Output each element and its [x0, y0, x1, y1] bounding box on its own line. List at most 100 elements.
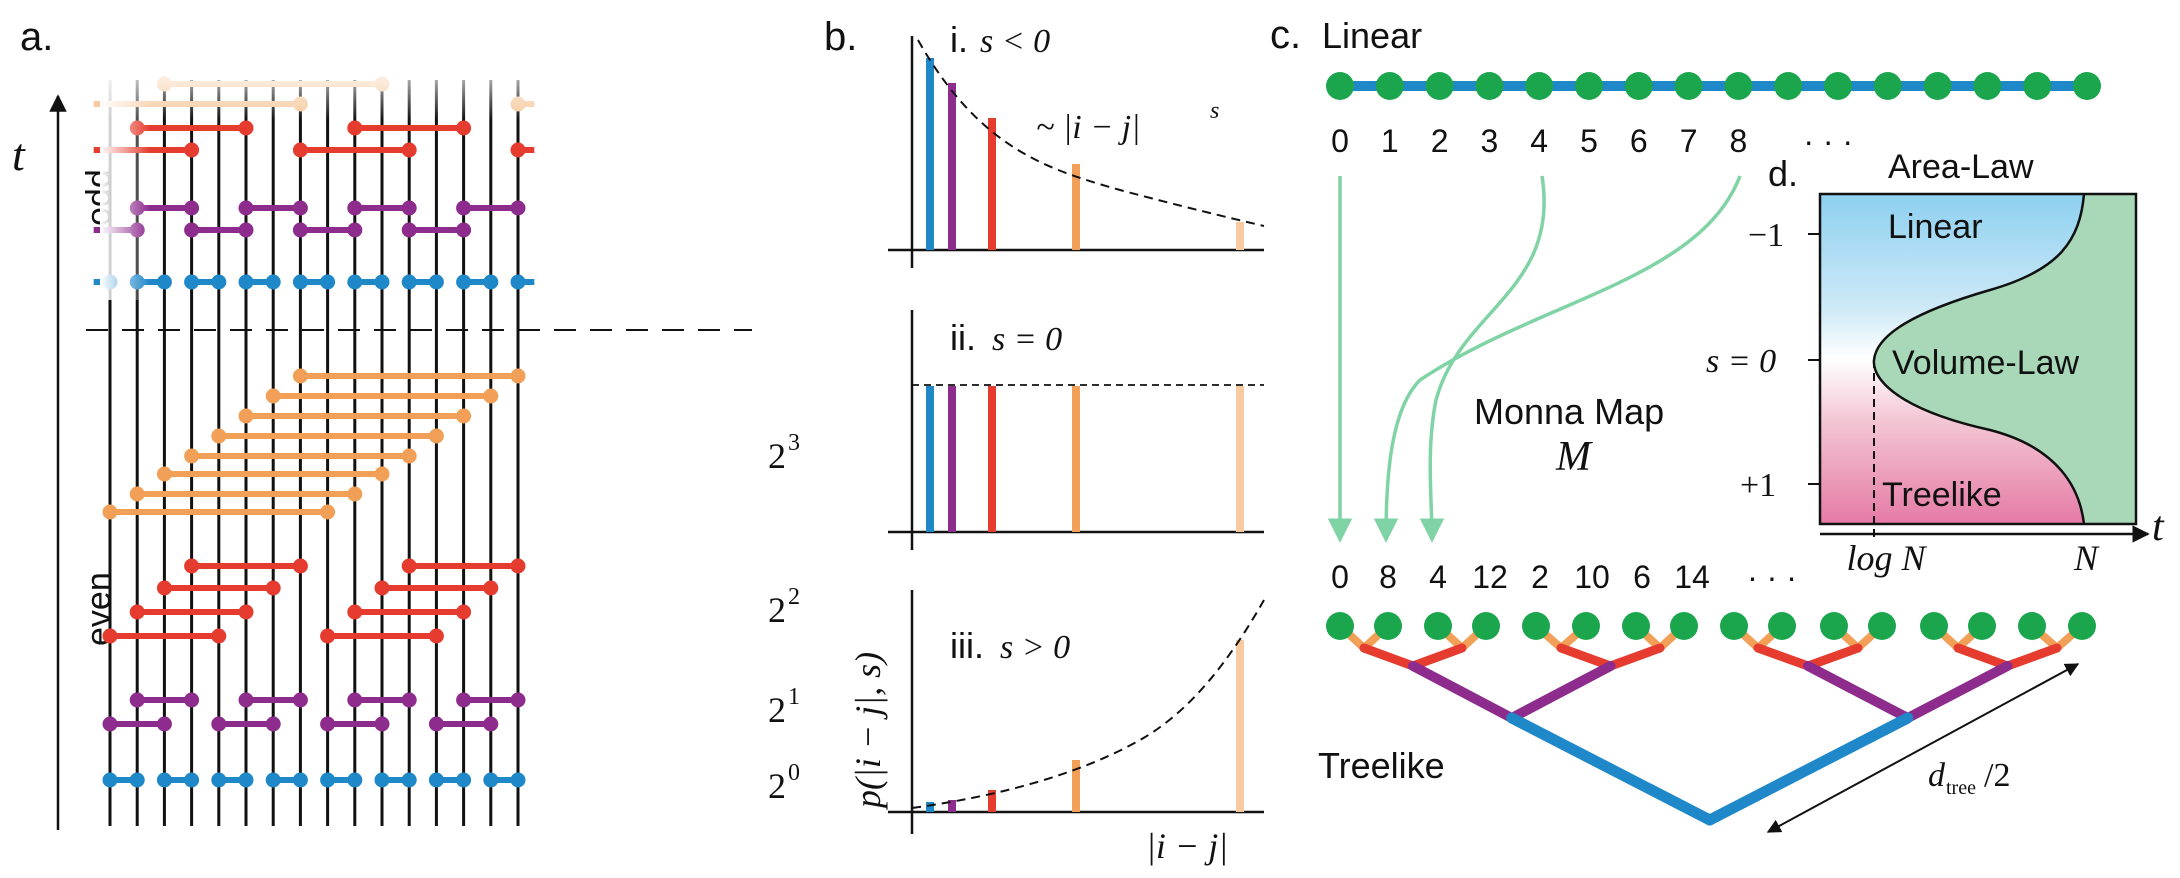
tree-index: 6 [1633, 559, 1651, 595]
gate-node [320, 716, 336, 732]
plot-iii-roman: iii. [950, 625, 984, 666]
plot-ii-roman: ii. [950, 317, 976, 358]
gate-node [129, 486, 145, 502]
tree-leaf-node [1868, 612, 1896, 640]
tree-index: 2 [1531, 559, 1549, 595]
linear-node [2023, 72, 2052, 100]
gate-node [347, 772, 363, 788]
gate-node [292, 274, 308, 290]
tree-index: 10 [1574, 559, 1610, 595]
volume-law-region [1873, 194, 2136, 524]
xtick-label-N: N [2073, 538, 2100, 578]
scale-base: 2 [768, 766, 786, 806]
gate-node [401, 200, 417, 216]
ytick-label-minus1: −1 [1748, 217, 1784, 254]
depth-suffix: /2 [1984, 757, 2010, 794]
tree-edge-lvl0 [1506, 712, 1716, 826]
gate-node [401, 222, 417, 238]
gate-node [456, 772, 472, 788]
gate-node [292, 692, 308, 708]
tree-index: 12 [1472, 559, 1508, 595]
tree-edge-lvl0 [1704, 712, 1914, 826]
panel-c-label: c. [1270, 13, 1301, 57]
gate-node [428, 428, 444, 444]
gate-node [102, 772, 118, 788]
gate-node [428, 716, 444, 732]
ytick-label-zero: s = 0 [1706, 343, 1776, 380]
gate-node [401, 448, 417, 464]
gate-node [510, 200, 526, 216]
gate-node [374, 772, 390, 788]
gate-node [483, 388, 499, 404]
scale-label-2-1: 2 1 [768, 684, 800, 730]
scale-exp: 3 [788, 430, 800, 456]
gate-node [428, 772, 444, 788]
depth-subscript: tree [1946, 777, 1976, 799]
linear-index: 3 [1481, 123, 1499, 159]
gate-node [156, 274, 172, 290]
gate-node [238, 772, 254, 788]
panel-a-label: a. [20, 15, 53, 59]
linear-node [1774, 72, 1803, 100]
power-law-exponent: s [1210, 98, 1219, 124]
growth-curve [911, 599, 1265, 809]
tree-leaf-node [2018, 612, 2046, 640]
gate-node [292, 558, 308, 574]
monna-map-symbol: M [1555, 434, 1593, 480]
gate-node [238, 120, 254, 136]
tree-leaf-node [1720, 612, 1748, 640]
gate-node [265, 274, 281, 290]
linear-node [1525, 72, 1554, 100]
gate-node [320, 504, 336, 520]
linear-index: · · · [1803, 123, 1853, 159]
scale-label-2-2: 2 2 [768, 584, 800, 630]
gate-node [102, 504, 118, 520]
gate-node [265, 716, 281, 732]
linear-node [1923, 72, 1952, 100]
xtick-label-logN: log N [1846, 538, 1927, 578]
probability-axis-label: p(|i − j|, s) [848, 652, 888, 811]
gate-node [320, 772, 336, 788]
tree-leaf-node [1424, 612, 1452, 640]
gate-node [401, 772, 417, 788]
gate-node [238, 692, 254, 708]
linear-title: Linear [1322, 15, 1422, 56]
tree-edge-lvl2 [1753, 643, 1813, 671]
gate-node [374, 466, 390, 482]
panel-b-label: b. [824, 15, 857, 59]
gate-node [428, 274, 444, 290]
linear-index: 8 [1730, 123, 1748, 159]
tree-edge-lvl2 [1359, 643, 1418, 671]
tree-leaf-node [1374, 612, 1402, 640]
tree-edge-lvl2 [1606, 643, 1665, 671]
panel-a-circuit: a. t odd even 2 3 2 2 2 1 2 0 [12, 15, 800, 830]
tree-leaf-node [2068, 612, 2096, 640]
area-law-label: Area-Law [1888, 148, 2034, 186]
gate-node [211, 428, 227, 444]
gate-node [456, 120, 472, 136]
gate-node [483, 580, 499, 596]
gate-node [401, 274, 417, 290]
linear-region-label: Linear [1888, 208, 1983, 246]
scale-exp: 2 [788, 584, 800, 610]
gate-node [374, 274, 390, 290]
gate-node [320, 274, 336, 290]
scale-exp: 0 [788, 760, 800, 786]
tree-index: 8 [1379, 559, 1397, 595]
tree-leaf-node [1820, 612, 1848, 640]
tree-leaf-node [1622, 612, 1650, 640]
gate-node [184, 692, 200, 708]
scale-label-2-3: 2 3 [768, 430, 800, 476]
gate-node [211, 628, 227, 644]
tree-edge-lvl2 [2003, 643, 2062, 671]
scale-base: 2 [768, 690, 786, 730]
gate-node [184, 448, 200, 464]
gate-node [102, 716, 118, 732]
scale-exp: 1 [788, 684, 800, 710]
tree-leaf-node [1968, 612, 1996, 640]
tree-edge-lvl1 [1408, 661, 1517, 723]
linear-node [1873, 72, 1902, 100]
tree-leaf-node [1920, 612, 1948, 640]
